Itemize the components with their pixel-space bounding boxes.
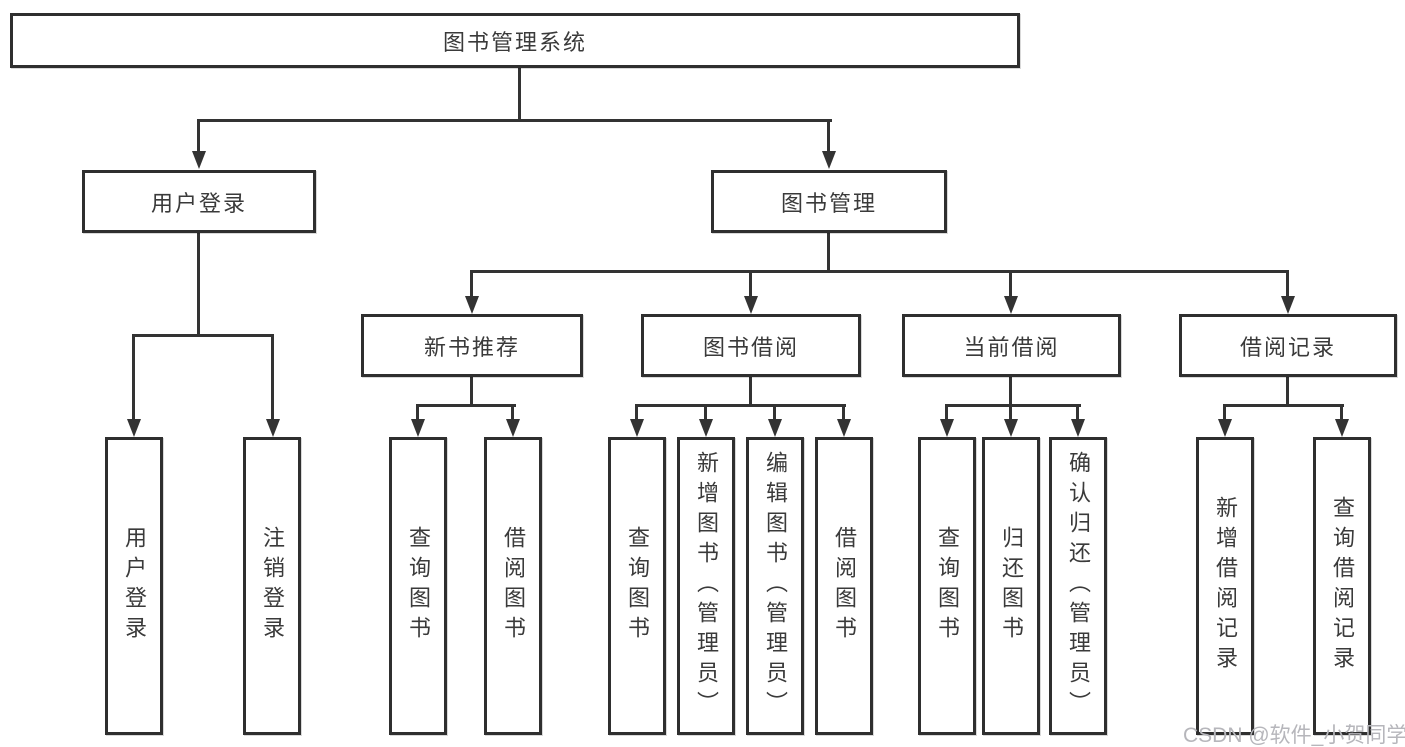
connector-line: [1286, 375, 1289, 407]
connector-line: [945, 404, 1081, 407]
connector-line: [842, 404, 845, 421]
arrow-head: [1218, 419, 1232, 437]
connector-line: [271, 334, 274, 420]
arrow-head: [699, 419, 713, 437]
connector-line: [1223, 404, 1226, 421]
connector-line: [470, 375, 473, 407]
arrow-head: [1335, 419, 1349, 437]
leaf-current-query-books: 查询图书: [918, 437, 976, 735]
connector-line: [470, 270, 1289, 273]
node-current-borrow: 当前借阅: [902, 314, 1121, 377]
arrow-head: [192, 151, 206, 169]
connector-line: [749, 375, 752, 407]
node-new-book-recommend: 新书推荐: [361, 314, 583, 377]
node-book-borrow: 图书借阅: [641, 314, 861, 377]
arrow-head: [465, 296, 479, 314]
arrow-head: [127, 419, 141, 437]
arrow-head: [744, 296, 758, 314]
arrow-head: [768, 419, 782, 437]
arrow-head: [1281, 296, 1295, 314]
node-borrow-records: 借阅记录: [1179, 314, 1397, 377]
node-user-login: 用户登录: [82, 170, 316, 233]
arrow-head: [1004, 296, 1018, 314]
connector-line: [827, 230, 830, 273]
connector-line: [197, 119, 200, 153]
arrow-head: [1004, 419, 1018, 437]
arrow-head: [1071, 419, 1085, 437]
leaf-query-borrow-record: 查询借阅记录: [1313, 437, 1371, 735]
arrow-head: [630, 419, 644, 437]
leaf-edit-books-admin: 编辑图书（管理员）: [746, 437, 804, 735]
connector-line: [132, 334, 135, 420]
leaf-add-borrow-record: 新增借阅记录: [1196, 437, 1254, 735]
connector-line: [416, 404, 419, 421]
leaf-borrow-query-books: 查询图书: [608, 437, 666, 735]
connector-line: [1286, 270, 1289, 298]
connector-line: [635, 404, 846, 407]
leaf-newbook-borrow-books: 借阅图书: [484, 437, 542, 735]
connector-line: [1009, 404, 1012, 421]
leaf-confirm-return-admin: 确认归还（管理员）: [1049, 437, 1107, 735]
connector-line: [945, 404, 948, 421]
connector-line: [518, 66, 521, 122]
connector-line: [511, 404, 514, 421]
leaf-return-books: 归还图书: [982, 437, 1040, 735]
leaf-borrow-books: 借阅图书: [815, 437, 873, 735]
leaf-add-books-admin: 新增图书（管理员）: [677, 437, 735, 735]
arrow-head: [822, 151, 836, 169]
arrow-head: [837, 419, 851, 437]
connector-line: [132, 334, 274, 337]
connector-line: [1076, 404, 1079, 421]
arrow-head: [266, 419, 280, 437]
connector-line: [704, 404, 707, 421]
connector-line: [635, 404, 638, 421]
csdn-watermark: CSDN @软件_小贺同学: [1183, 724, 1405, 747]
connector-line: [416, 404, 516, 407]
connector-line: [470, 270, 473, 298]
arrow-head: [506, 419, 520, 437]
leaf-logout: 注销登录: [243, 437, 301, 735]
connector-line: [1223, 404, 1344, 407]
connector-line: [827, 119, 830, 153]
connector-line: [1009, 375, 1012, 407]
arrow-head: [940, 419, 954, 437]
leaf-user-login: 用户登录: [105, 437, 163, 735]
connector-line: [1009, 270, 1012, 298]
node-book-management: 图书管理: [711, 170, 947, 233]
node-root: 图书管理系统: [10, 13, 1020, 68]
connector-line: [1340, 404, 1343, 421]
connector-line: [197, 119, 832, 122]
connector-line: [749, 270, 752, 298]
connector-line: [197, 230, 200, 337]
arrow-head: [411, 419, 425, 437]
connector-line: [773, 404, 776, 421]
leaf-newbook-query-books: 查询图书: [389, 437, 447, 735]
